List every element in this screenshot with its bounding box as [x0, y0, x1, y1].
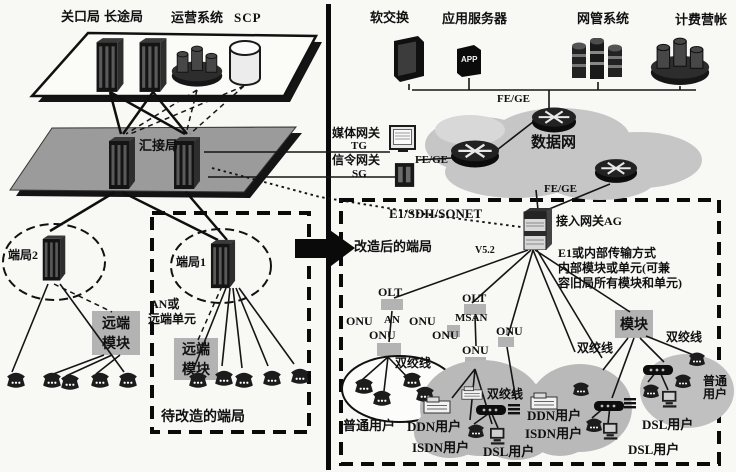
softswitch-icon — [394, 36, 424, 82]
twisted-pair-label: 双绞线 — [666, 330, 703, 344]
onu-label: ONU — [369, 328, 396, 342]
an-note-label: AN或 — [150, 297, 180, 311]
v52-label: V5.2 — [475, 245, 495, 256]
an-note-label: 远端单元 — [148, 312, 197, 326]
transformation-arrow — [295, 228, 355, 269]
app-badge: APP — [461, 55, 478, 64]
scp-database-icon — [229, 40, 261, 86]
onu-label: ONU — [462, 343, 489, 357]
access-gateway-label: 接入网关AG — [556, 214, 623, 228]
module-box: 模块 — [615, 310, 653, 338]
remote-module-label: 远端 — [102, 317, 130, 332]
fe-ge-label: FE/GE — [415, 154, 449, 166]
olt-label: OLT — [378, 285, 403, 299]
ag-note-line: 内部模块或单元(可兼 — [558, 261, 670, 275]
app-server-label: 应用服务器 — [442, 11, 508, 26]
onu-node-box — [498, 337, 514, 347]
tandem-switch-icon-1 — [109, 137, 135, 189]
onu-label: ONU — [496, 324, 523, 338]
media-gateway-label: 媒体网关 — [332, 126, 381, 140]
e1-sdh-sonet-label: E1/SDH/SONET — [389, 206, 483, 221]
ordinary-users-label: 普通用户 — [343, 418, 396, 433]
end-office-1-boundary — [170, 228, 272, 304]
twisted-pair-label: 双绞线 — [395, 356, 432, 370]
msan-node-box — [447, 325, 460, 337]
onu-label: ONU — [409, 314, 436, 328]
billing-label: 计费营帐 — [675, 12, 728, 27]
remote-module-box: 远端 模块 — [92, 311, 140, 355]
terminal-icons — [423, 365, 677, 445]
operation-system-label: 运营系统 — [171, 10, 224, 25]
softswitch-label: 软交换 — [370, 10, 410, 25]
twisted-pair-label: 双绞线 — [487, 387, 524, 401]
ag-note-line: E1或内部传输方式 — [558, 246, 657, 260]
router-icon-top — [531, 106, 577, 134]
scp-label: SCP — [234, 10, 262, 25]
onu-label: ONU — [346, 314, 373, 328]
old-office-dashed-box — [150, 211, 311, 434]
twisted-pair-label: 双绞线 — [577, 341, 614, 355]
billing-icon — [650, 37, 710, 86]
new-office-caption: 改造后的端局 — [354, 239, 433, 254]
end-office-1-switch-icon — [210, 239, 236, 289]
dashed-links — [53, 85, 245, 341]
tandem-plane — [9, 126, 302, 198]
media-gateway-label: TG — [351, 140, 367, 152]
ordinary-users-line: 普通 — [703, 374, 728, 388]
signaling-gateway-label: SG — [352, 168, 367, 180]
toll-office-icon — [139, 38, 167, 92]
dsl-users-label: DSL用户 — [628, 442, 680, 457]
onu-node-box — [377, 343, 401, 356]
ag-note: E1或内部传输方式 内部模块或单元(可兼 容旧局所有模块和单元) — [558, 246, 682, 291]
access-gateway-icon — [523, 207, 552, 250]
onu-label: ONU — [432, 328, 459, 342]
router-icon-left — [450, 139, 500, 169]
msan-label: MSAN — [455, 312, 488, 324]
isdn-users-label: ISDN用户 — [525, 426, 583, 441]
ag-note-line: 容旧局所有模块和单元) — [558, 276, 682, 290]
new-office-dashed-box — [339, 198, 721, 466]
ordinary-users-line: 用户 — [703, 387, 728, 402]
dsl-users-label: DSL用户 — [642, 417, 694, 432]
olt-label: OLT — [462, 291, 487, 305]
module-label: 模块 — [620, 318, 648, 333]
data-network-label: 数据网 — [531, 135, 577, 151]
end-office-2-label: 端局2 — [8, 248, 39, 262]
end-office-1-label: 端局1 — [176, 255, 207, 269]
signaling-dotted-link — [211, 167, 522, 228]
isdn-users-label: ISDN用户 — [412, 440, 470, 455]
ddn-users-label: DDN用户 — [527, 408, 582, 423]
ordinary-users-label-2: 普通 用户 — [703, 374, 728, 402]
olt-node-box — [381, 299, 403, 310]
trunk-lines — [49, 90, 228, 242]
dsl-users-label: DSL用户 — [483, 444, 535, 459]
fe-ge-label: FE/GE — [497, 93, 531, 105]
olt-node-box — [464, 304, 486, 315]
solid-links — [11, 78, 697, 429]
end-office-2-boundary — [2, 223, 106, 301]
old-office-caption: 待改造的端局 — [161, 410, 245, 425]
gateway-office-icon — [96, 38, 124, 92]
remote-module-label: 模块 — [102, 337, 130, 352]
signaling-gateway-label: 信令网关 — [332, 153, 381, 167]
tandem-office-label: 汇接局 — [139, 138, 179, 153]
nms-label: 网管系统 — [577, 11, 630, 26]
signaling-gateway-icon — [394, 163, 415, 187]
toll-office-label: 长途局 — [104, 9, 144, 24]
router-icon-right — [594, 158, 638, 184]
nms-icon — [572, 38, 622, 79]
media-gateway-icon — [389, 125, 416, 153]
an-label: AN — [384, 314, 400, 326]
gateway-office-label: 关口局 — [61, 9, 101, 24]
ddn-users-label: DDN用户 — [407, 419, 462, 434]
end-office-2-switch-icon — [42, 235, 66, 281]
fe-ge-label: FE/GE — [544, 183, 578, 195]
